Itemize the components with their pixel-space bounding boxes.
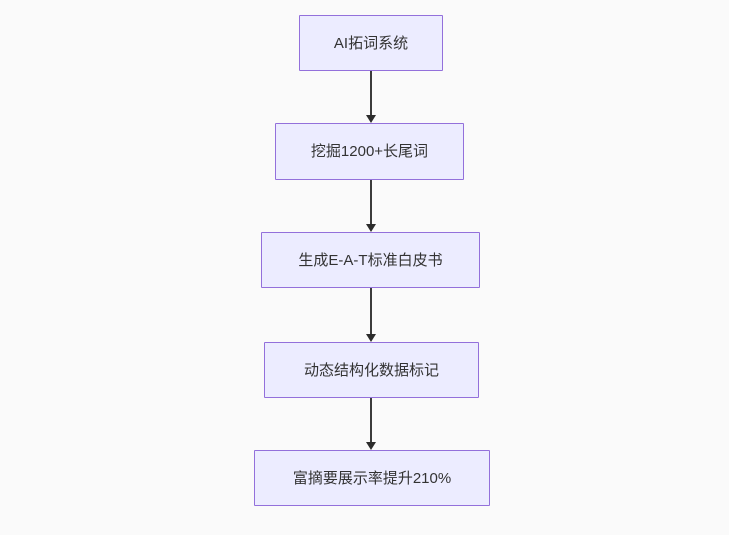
flow-node-dynamic-structured-data-markup: 动态结构化数据标记	[264, 342, 479, 398]
flow-node-ai-word-expansion-system: AI拓词系统	[299, 15, 443, 71]
edge-line	[369, 288, 372, 336]
arrow-connector-2	[364, 180, 377, 232]
arrowhead-down-icon	[365, 224, 376, 232]
arrowhead-down-icon	[365, 442, 376, 450]
arrowhead-down-icon	[365, 334, 376, 342]
arrow-connector-1	[364, 71, 377, 123]
arrow-connector-4	[364, 398, 377, 450]
flow-node-rich-snippet-rate-increase: 富摘要展示率提升210%	[254, 450, 490, 506]
flow-node-mine-longtail-keywords: 挖掘1200+长尾词	[275, 123, 464, 180]
flow-node-generate-eat-whitepaper: 生成E-A-T标准白皮书	[261, 232, 480, 288]
arrowhead-down-icon	[365, 115, 376, 123]
arrow-connector-3	[364, 288, 377, 342]
edge-line	[369, 180, 372, 226]
edge-line	[369, 71, 372, 117]
edge-line	[369, 398, 372, 444]
